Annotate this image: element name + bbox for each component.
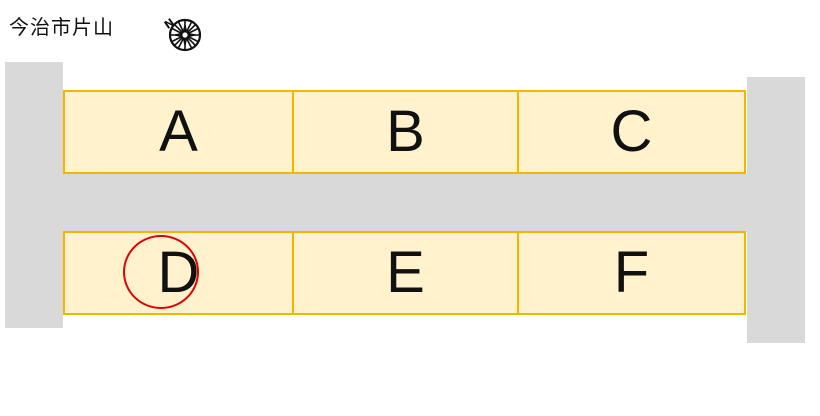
lot-label: D xyxy=(157,240,200,305)
road-right xyxy=(747,77,805,343)
lot-e[interactable]: E xyxy=(292,233,517,313)
lot-label: A xyxy=(159,99,198,164)
lot-label: E xyxy=(386,240,425,305)
road-middle xyxy=(63,174,747,232)
lot-label: F xyxy=(613,240,650,305)
lot-d[interactable]: D xyxy=(65,233,292,313)
lot-row-top: A B C xyxy=(63,90,746,174)
place-title: 今治市片山 xyxy=(9,15,114,39)
lot-b[interactable]: B xyxy=(292,92,517,172)
lot-row-bottom: D E F xyxy=(63,231,746,315)
lot-c[interactable]: C xyxy=(517,92,744,172)
lot-label: C xyxy=(610,99,653,164)
compass-icon: N xyxy=(158,10,206,56)
lot-f[interactable]: F xyxy=(517,233,744,313)
lot-a[interactable]: A xyxy=(65,92,292,172)
lot-label: B xyxy=(386,99,425,164)
road-left xyxy=(5,62,63,328)
